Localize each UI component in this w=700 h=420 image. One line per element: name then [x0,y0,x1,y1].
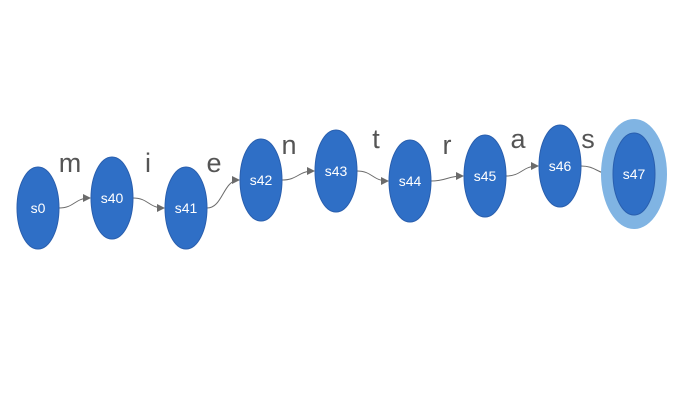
transition-arrow-s41-s42 [206,176,240,209]
state-node-s40: s40 [90,156,134,240]
state-label: s0 [31,200,46,216]
state-circle [388,139,432,223]
state-circle [16,166,60,250]
state-circle [164,166,208,250]
state-label: s42 [250,172,273,188]
state-circle [612,132,656,216]
state-circle [538,124,582,208]
transition-label-s40-s41: i [145,148,151,178]
state-circle [239,138,283,222]
state-node-s42: s42 [239,138,283,222]
state-node-s45: s45 [463,134,507,218]
transition-label-s46-s47: s [581,124,595,154]
transition-label-s45-s46: a [510,124,526,154]
transition-arrow-s43-s44 [356,170,389,185]
state-node-s47: s47 [601,119,667,229]
state-circle [90,156,134,240]
state-label: s44 [399,173,422,189]
state-label: s43 [325,163,348,179]
state-node-s0: s0 [16,166,60,250]
transition-label-s43-s44: t [372,124,380,154]
state-label: s45 [474,168,497,184]
state-node-s44: s44 [388,139,432,223]
transition-arrow-s40-s41 [132,197,165,212]
state-label: s47 [623,166,646,182]
transition-arrow-s44-s45 [430,172,464,182]
state-label: s46 [549,158,572,174]
transition-arrow-s42-s43 [281,167,315,181]
transition-label-s0-s40: m [59,148,82,178]
transitions-layer [58,162,613,212]
transition-label-s42-s43: n [281,130,296,160]
state-label: s41 [175,200,198,216]
transition-arrow-s45-s46 [505,162,539,177]
state-label: s40 [101,190,124,206]
state-node-s41: s41 [164,166,208,250]
transition-label-s41-s42: e [206,148,221,178]
transition-arrow-s0-s40 [58,194,91,209]
states-layer: s0 s40 s41 s42 s43 s44 s45 s46 s47 [16,119,667,250]
state-circle [463,134,507,218]
transition-label-s44-s45: r [443,130,452,160]
state-circle [314,129,358,213]
state-node-s43: s43 [314,129,358,213]
state-node-s46: s46 [538,124,582,208]
